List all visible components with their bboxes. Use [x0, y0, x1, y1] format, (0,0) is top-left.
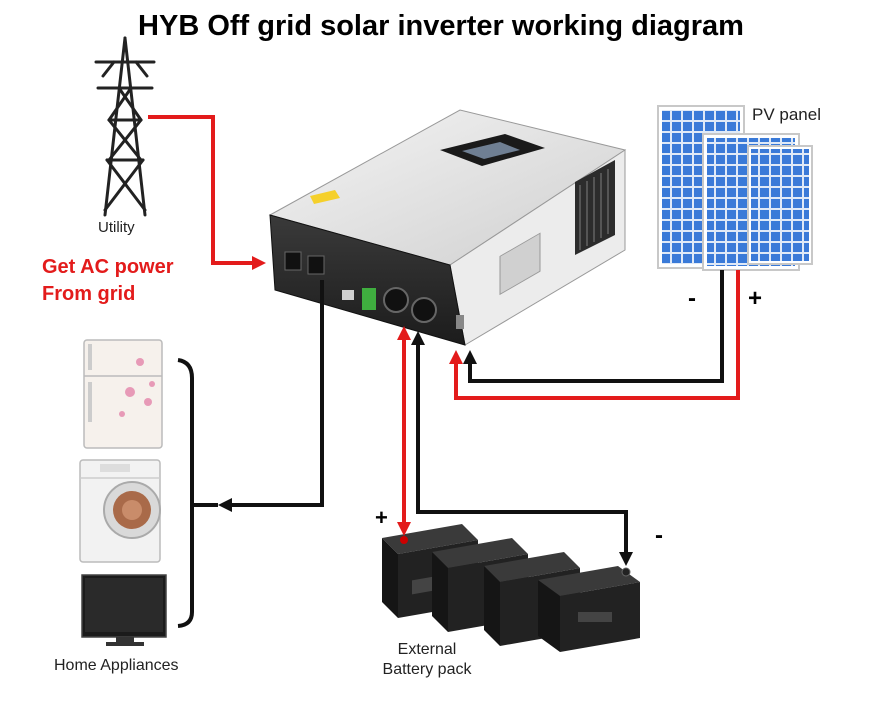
external-battery-line2: Battery pack: [382, 661, 472, 678]
battery-minus-sign: -: [655, 522, 663, 549]
utility-label: Utility: [98, 219, 135, 236]
get-ac-power-line1: Get AC power: [42, 256, 174, 278]
get-ac-power-label: Get AC power From grid: [42, 254, 174, 308]
pv-panel-label: PV panel: [752, 105, 821, 124]
inverter-icon: [268, 109, 627, 346]
external-battery-label: External Battery pack: [372, 640, 482, 680]
appliance-bracket: [177, 358, 218, 628]
tv-icon: [81, 574, 167, 646]
battery-positive-wire: [397, 326, 411, 536]
ac-output-wire: [218, 280, 324, 512]
page-title: HYB Off grid solar inverter working diag…: [138, 10, 744, 42]
fridge-icon: [83, 339, 163, 449]
pv-positive-wire: [449, 270, 740, 400]
get-ac-power-line2: From grid: [42, 283, 136, 305]
pv-negative-wire: [463, 270, 724, 383]
utility-tower-icon: [94, 36, 156, 217]
external-battery-line1: External: [397, 641, 457, 658]
battery-negative-wire: [411, 331, 633, 566]
pv-panel-icon: [657, 105, 813, 271]
home-appliances-label: Home Appliances: [54, 657, 179, 674]
grid-ac-wire: [148, 115, 266, 270]
washing-machine-icon: [79, 459, 161, 563]
pv-minus-sign: -: [688, 285, 696, 312]
pv-plus-sign: +: [748, 285, 763, 312]
battery-icon: [382, 524, 640, 652]
battery-plus-sign: +: [375, 505, 388, 530]
